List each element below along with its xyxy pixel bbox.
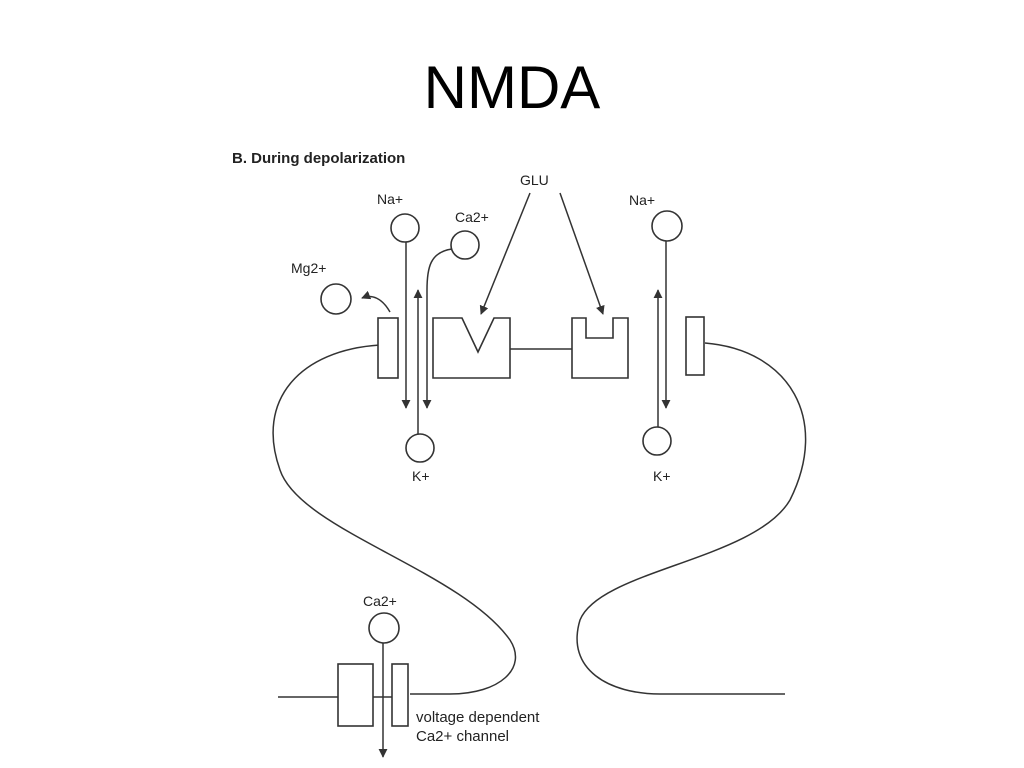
k-ion-left bbox=[405, 433, 435, 463]
ca-influx-arrow bbox=[422, 248, 453, 409]
k-label-right: K+ bbox=[653, 468, 671, 484]
vdcc-block-left bbox=[337, 663, 374, 727]
na-label-left: Na+ bbox=[377, 191, 403, 207]
k-ion-right bbox=[642, 426, 672, 456]
membrane-outline-right bbox=[576, 342, 807, 695]
ca-ion-top bbox=[450, 230, 480, 260]
ca-label-bottom: Ca2+ bbox=[363, 593, 397, 609]
glu-receptor-u-notch bbox=[571, 317, 629, 379]
glu-arrow-left bbox=[479, 192, 531, 315]
ca-ion-bottom bbox=[368, 612, 400, 644]
na-label-right: Na+ bbox=[629, 192, 655, 208]
mg-ion bbox=[320, 283, 352, 315]
vdcc-label-line1: voltage dependent bbox=[416, 709, 540, 726]
ca-label-top: Ca2+ bbox=[455, 209, 489, 225]
k-label-left: K+ bbox=[412, 468, 430, 484]
mg-label: Mg2+ bbox=[291, 260, 326, 276]
glu-arrow-right bbox=[559, 192, 605, 315]
na-ion-right bbox=[651, 210, 683, 242]
right-channel-block bbox=[685, 316, 705, 376]
mg-displacement-arrow bbox=[361, 290, 391, 313]
vdcc-block-right bbox=[391, 663, 409, 727]
glu-receptor-v-notch bbox=[432, 317, 511, 379]
glu-label: GLU bbox=[520, 172, 549, 188]
nmda-channel-block bbox=[377, 317, 399, 379]
diagram-heading: B. During depolarization bbox=[232, 150, 405, 167]
na-ion-left bbox=[390, 213, 420, 243]
slide-title: NMDA bbox=[423, 54, 601, 121]
membrane-outline-left bbox=[272, 344, 517, 695]
vdcc-label-line2: Ca2+ channel bbox=[416, 728, 509, 745]
